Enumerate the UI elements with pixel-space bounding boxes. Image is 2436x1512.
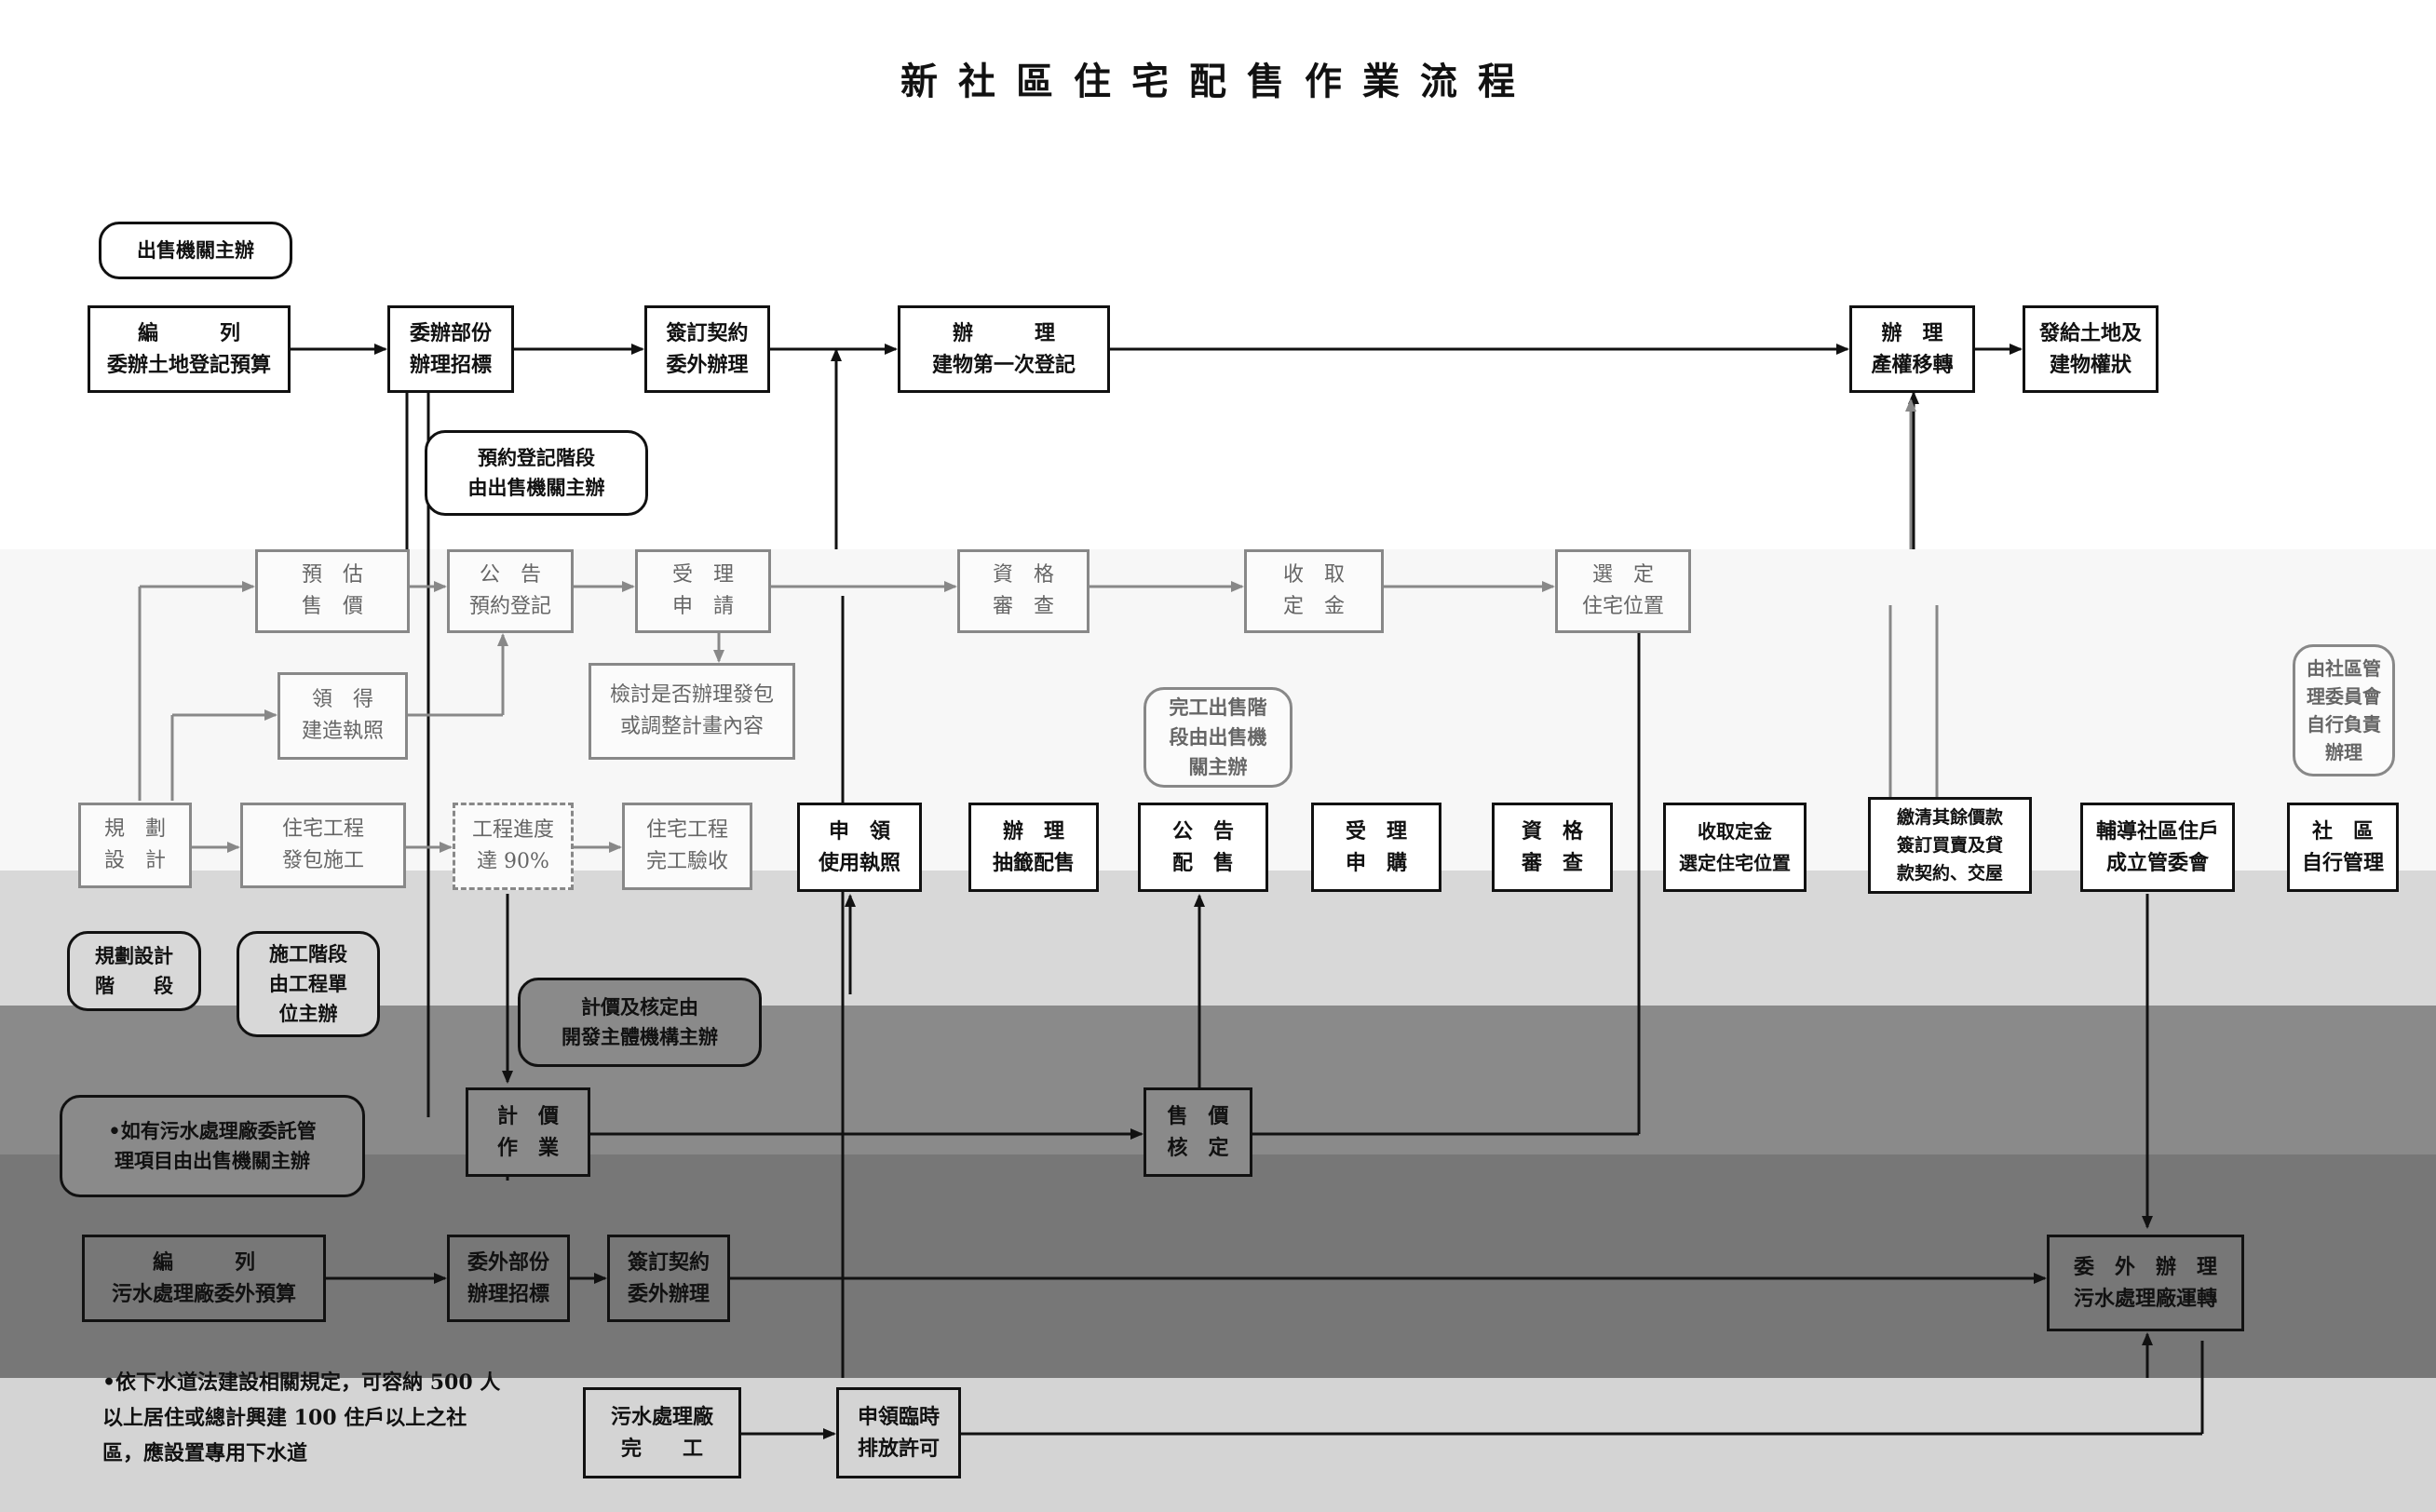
pricing-agency-bubble: 計價及核定由開發主體機構主辦	[518, 978, 762, 1067]
building-permit: 領 得建造執照	[277, 672, 408, 760]
qualification-review: 資 格審 查	[957, 549, 1089, 633]
ownership-transfer: 辦 理產權移轉	[1849, 305, 1975, 393]
sewer-law-footnote: •依下水道法建設相關規定，可容納 500 人以上居住或總計興建 100 住戶以上…	[102, 1370, 501, 1465]
construction-stage-bubble: 施工階段由工程單位主辦	[237, 931, 380, 1037]
resident-committee: 輔導社區住戶成立管委會	[2080, 803, 2235, 892]
select-unit: 選 定住宅位置	[1555, 549, 1691, 633]
community-committee-bubble: 由社區管理委員會自行負責辦理	[2293, 644, 2395, 776]
community-self-management: 社 區自行管理	[2287, 803, 2399, 892]
contract-and-handover: 繳清其餘價款簽訂買賣及貸款契約、交屋	[1868, 797, 2032, 894]
construction-contract: 住宅工程發包施工	[240, 803, 406, 888]
pre-register-stage-bubble: 預約登記階段由出售機關主辦	[425, 430, 648, 516]
sewage-outsourcing-budget: 編 列污水處理廠委外預算	[82, 1235, 326, 1322]
qualification-check: 資 格審 查	[1492, 803, 1613, 892]
pre-register-notice: 公 告預約登記	[447, 549, 574, 633]
scan-band-darker	[0, 1154, 2436, 1378]
sign-contract: 簽訂契約委外辦理	[644, 305, 770, 393]
pre-sale-price: 預 估售 價	[255, 549, 410, 633]
page-title: 新社區住宅配售作業流程	[900, 60, 1536, 103]
progress-90: 工程進度達 90%	[453, 803, 574, 890]
sewage-plant-completion: 污水處理廠完 工	[583, 1387, 741, 1478]
pricing-operation: 計 價作 業	[466, 1087, 590, 1177]
draft-land-registration-budget: 編 列委辦土地登記預算	[88, 305, 291, 393]
allocation-notice: 公 告配 售	[1138, 803, 1268, 892]
planning-stage-bubble: 規劃設計階 段	[67, 931, 201, 1011]
first-registration: 辦 理建物第一次登記	[898, 305, 1110, 393]
completion-sale-stage-bubble: 完工出售階段由出售機關主辦	[1144, 687, 1292, 788]
temporary-discharge-permit: 申領臨時排放許可	[836, 1387, 961, 1478]
scan-band-bottom	[0, 1378, 2436, 1512]
issue-certificates: 發給土地及建物權狀	[2023, 305, 2159, 393]
collect-deposit: 收 取定 金	[1244, 549, 1384, 633]
deposit-and-selection: 收取定金選定住宅位置	[1663, 803, 1807, 892]
sale-price-approval: 售 價核 定	[1144, 1087, 1252, 1177]
sewage-tender: 委外部份辦理招標	[447, 1235, 570, 1322]
sewage-management-bubble: •如有污水處理廠委託管理項目由出售機關主辦	[60, 1095, 365, 1197]
lottery-allocation: 辦 理抽籤配售	[968, 803, 1099, 892]
delegate-tender: 委辦部份辦理招標	[387, 305, 514, 393]
sewage-plant-operation: 委 外 辦 理污水處理廠運轉	[2047, 1235, 2244, 1331]
accept-application: 受 理申 請	[635, 549, 771, 633]
sale-agency-bubble: 出售機關主辦	[99, 222, 292, 279]
use-license: 申 領使用執照	[797, 803, 922, 892]
review-outsourcing: 檢討是否辦理發包或調整計畫內容	[589, 663, 795, 760]
accept-purchase: 受 理申 購	[1311, 803, 1441, 892]
planning-design: 規 劃設 計	[78, 803, 192, 888]
construction-completion: 住宅工程完工驗收	[622, 803, 752, 890]
sewage-contract: 簽訂契約委外辦理	[607, 1235, 730, 1322]
